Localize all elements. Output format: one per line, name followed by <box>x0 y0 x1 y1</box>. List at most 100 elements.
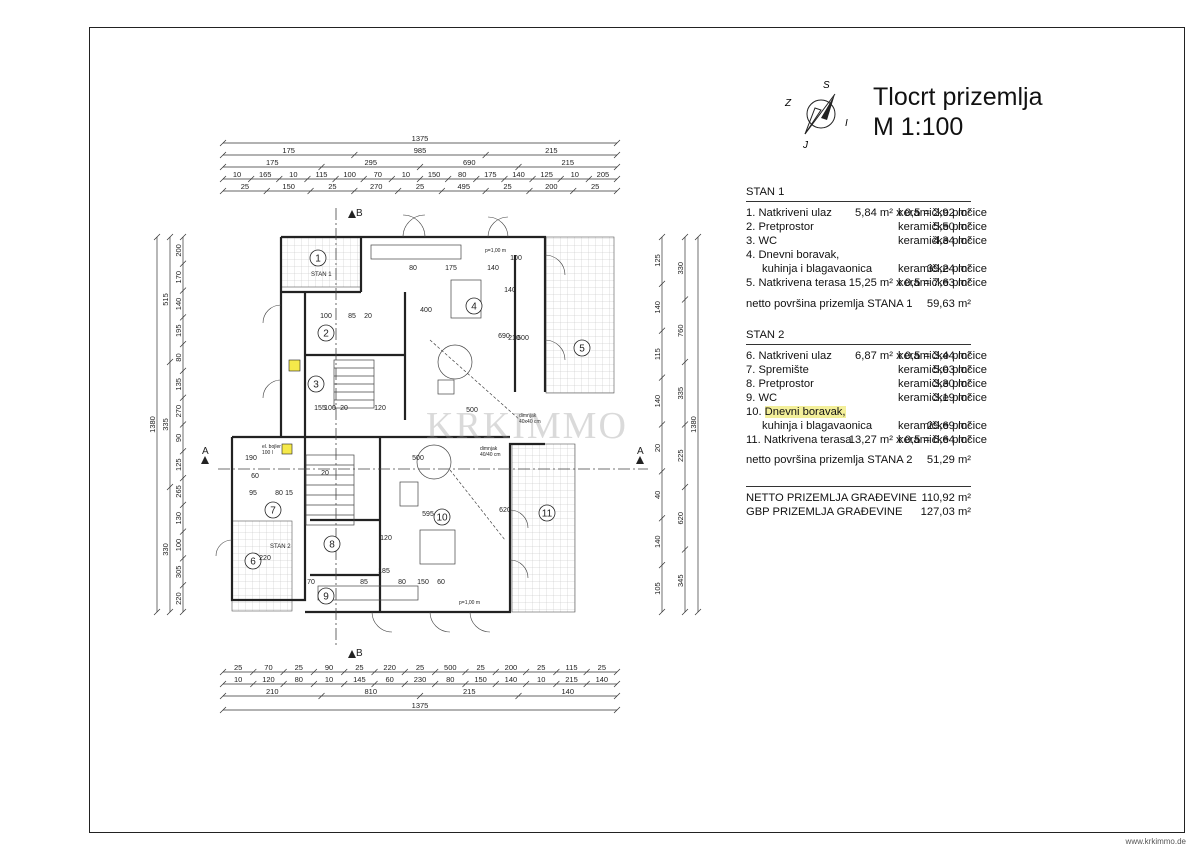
interior-dim-label: 80 <box>275 490 283 497</box>
terrace-stan2-left <box>231 520 293 612</box>
bottom-dim-label: 25 <box>537 663 545 672</box>
top-dim-label: 80 <box>458 170 466 179</box>
interior-dim-label: 80 <box>409 265 417 272</box>
bottom-dim-label: 200 <box>505 663 518 672</box>
bottom-dim-label: 25 <box>416 663 424 672</box>
right-dim-label: 760 <box>676 324 685 337</box>
interior-dim-label: 175 <box>445 265 457 272</box>
dimension-tick <box>569 187 577 195</box>
dimension-tick <box>179 581 187 589</box>
top-dim-label: 150 <box>282 182 295 191</box>
room-number-marker <box>323 535 341 553</box>
dimension-tick <box>681 546 689 553</box>
table-row: 11. Natkrivena terasa keramičke pločice … <box>746 434 987 446</box>
dimension-tick <box>658 468 666 475</box>
stan1-heading: STAN 1 <box>746 186 785 198</box>
top-dim-label: 690 <box>463 158 476 167</box>
bottom-dim-label: 150 <box>474 675 487 684</box>
interior-dim-label: 85 <box>348 313 356 320</box>
dimension-tick <box>482 151 489 159</box>
bottom-dim-label: 80 <box>446 675 454 684</box>
top-dim-label: 10 <box>571 170 579 179</box>
interior-dim-label: 210 <box>508 335 520 342</box>
interior-dim-label: 690 <box>498 333 510 340</box>
bottom-dim-label: 215 <box>463 687 476 696</box>
dimension-tick <box>219 668 227 676</box>
dimension-tick <box>179 314 187 321</box>
left-dim-label: 130 <box>174 512 183 525</box>
top-dim-label: 1375 <box>412 134 429 143</box>
table-row: 6. Natkriveni ulaz keramičke pločice 6,8… <box>746 350 987 362</box>
dimension-tick <box>250 668 257 676</box>
table-row: 4. Dnevni boravak, <box>746 249 840 261</box>
compass-icon: S J I Z <box>784 80 848 151</box>
stan1-label: STAN 1 <box>311 272 332 278</box>
bottom-dim-label: 210 <box>266 687 279 696</box>
plan-title: Tlocrt prizemlja M 1:100 <box>873 82 1042 142</box>
interior-dim-label: 15 <box>285 490 293 497</box>
top-dim-label: 175 <box>266 158 279 167</box>
chimney-label: dimnjak <box>480 446 498 452</box>
top-dim-label: 25 <box>503 182 511 191</box>
dimension-tick <box>658 280 666 288</box>
top-dim-label: 100 <box>343 170 356 179</box>
dimension-tick <box>416 692 424 700</box>
dimension-tick <box>492 680 500 688</box>
interior-dim-label: 70 <box>307 579 315 586</box>
plan-title-line1: Tlocrt prizemlja <box>873 83 1043 111</box>
terrace-stan1-right <box>545 236 615 394</box>
drawing-frame <box>89 27 1185 833</box>
section-mark-label: B <box>356 208 363 219</box>
compass-west-label: Z <box>784 98 792 109</box>
dimension-tick <box>219 187 227 195</box>
dimension-tick <box>179 367 187 375</box>
interior-dim-label: 185 <box>378 568 390 575</box>
interior-dim-label: 400 <box>420 307 432 314</box>
dimension-tick <box>583 668 590 676</box>
compass-south-label: J <box>802 140 809 151</box>
section-arrow-icon <box>348 650 356 658</box>
left-dim-label: 265 <box>174 485 183 498</box>
dimension-tick <box>179 394 187 401</box>
right-dim-label: 1380 <box>689 416 698 433</box>
interior-dim-label: 120 <box>380 535 392 542</box>
top-dim-label: 175 <box>282 146 295 155</box>
stan1-total: netto površina prizemlja STANA 1 59,63 m… <box>746 298 971 310</box>
dimension-tick <box>515 692 522 700</box>
terrace-stan2-right <box>511 443 576 613</box>
dimension-tick <box>179 528 187 535</box>
bottom-dim-label: 120 <box>262 675 275 684</box>
bottom-dim-label: 140 <box>505 675 518 684</box>
dimension-tick <box>613 151 621 159</box>
dimension-tick <box>583 680 590 688</box>
dimension-tick <box>247 175 255 183</box>
right-dim-label: 40 <box>653 491 662 499</box>
top-dim-label: 125 <box>540 170 553 179</box>
dimension-tick <box>318 163 325 171</box>
interior-dim-label: 85 <box>360 579 368 586</box>
interior-dim-label: 100 <box>510 255 522 262</box>
table-row: 7. Spremište keramičke pločice 5,03 m² <box>746 364 987 376</box>
dimension-tick <box>613 187 621 195</box>
room-number-label: 10 <box>436 513 448 524</box>
summary-netto: NETTO PRIZEMLJA GRAĐEVINE 110,92 m² <box>746 492 971 504</box>
dimension-tick <box>553 680 560 688</box>
interior-dim-label: 595 <box>422 511 434 518</box>
section-mark-label: B <box>356 648 363 659</box>
dimension-tick <box>318 692 325 700</box>
interior-dim-label: 140 <box>504 287 516 294</box>
table-row: 2. Pretprostor keramičke pločice 5,50 m² <box>746 221 987 233</box>
room-number-label: 3 <box>313 380 319 391</box>
dimension-tick <box>526 187 533 195</box>
dimension-tick <box>304 175 311 183</box>
dimension-tick <box>179 474 187 482</box>
interior-dim-label: 220 <box>259 555 271 562</box>
height-label: p=1,00 m <box>459 600 480 606</box>
left-dim-label: 170 <box>174 271 183 284</box>
bottom-dim-label: 90 <box>325 663 333 672</box>
top-dim-label: 205 <box>597 170 610 179</box>
dimension-tick <box>473 175 480 183</box>
